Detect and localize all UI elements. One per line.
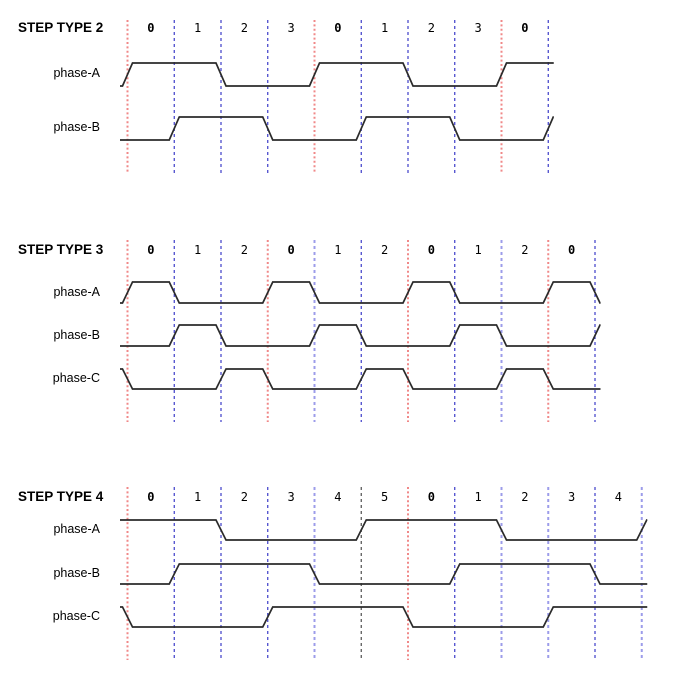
step-label: 0 <box>428 243 435 257</box>
step-label: 0 <box>147 243 154 257</box>
phase-label-a-2: phase-A <box>53 285 100 299</box>
section-step-type-2: 0 1 2 3 0 1 2 3 0 <box>120 20 555 173</box>
step-label: 1 <box>194 21 201 35</box>
step-label: 1 <box>381 21 388 35</box>
phase-label-c-2: phase-C <box>52 371 100 385</box>
phase-label-b-2: phase-B <box>53 328 100 342</box>
step-label: 5 <box>381 490 388 504</box>
waveform-phase-A <box>120 519 648 541</box>
step-label: 2 <box>241 21 248 35</box>
phase-label-b-1: phase-B <box>53 120 100 134</box>
waveform-phase-B <box>120 116 555 141</box>
step-label: 0 <box>521 21 528 35</box>
step-label: 0 <box>288 243 295 257</box>
step-label: 0 <box>568 243 575 257</box>
phase-label-b-3: phase-B <box>53 566 100 580</box>
step-label: 1 <box>475 243 482 257</box>
section-step-type-4: 0 1 2 3 4 5 0 1 2 3 4 <box>120 487 648 660</box>
phase-label-c-3: phase-C <box>52 609 100 623</box>
step-label: 0 <box>147 490 154 504</box>
step-label: 3 <box>288 490 295 504</box>
waveform-phase-A <box>120 281 601 304</box>
step-label: 3 <box>568 490 575 504</box>
step-label: 0 <box>147 21 154 35</box>
section-title-step-type-3: STEP TYPE 3 <box>18 242 104 257</box>
waveform-phase-B <box>120 324 601 347</box>
step-label: 2 <box>428 21 435 35</box>
step-label: 0 <box>334 21 341 35</box>
step-label: 1 <box>194 243 201 257</box>
step-label: 2 <box>521 243 528 257</box>
phase-label-a-3: phase-A <box>53 522 100 536</box>
step-label: 2 <box>381 243 388 257</box>
step-label: 4 <box>334 490 341 504</box>
step-label: 1 <box>194 490 201 504</box>
step-label: 4 <box>615 490 622 504</box>
step-label: 0 <box>428 490 435 504</box>
waveform-phase-A <box>120 62 554 87</box>
waveform-phase-C <box>120 368 601 390</box>
section-step-type-3: 0 1 2 0 1 2 0 1 2 0 <box>120 240 601 422</box>
waveform-phase-C <box>120 606 648 628</box>
step-label: 1 <box>334 243 341 257</box>
section-title-step-type-2: STEP TYPE 2 <box>18 20 104 35</box>
section-title-step-type-4: STEP TYPE 4 <box>18 489 104 504</box>
step-label: 2 <box>241 243 248 257</box>
step-label: 3 <box>288 21 295 35</box>
phase-label-a-1: phase-A <box>53 66 100 80</box>
step-label: 3 <box>475 21 482 35</box>
step-label: 2 <box>241 490 248 504</box>
step-label: 1 <box>475 490 482 504</box>
waveform-phase-B <box>120 563 648 585</box>
step-label: 2 <box>521 490 528 504</box>
